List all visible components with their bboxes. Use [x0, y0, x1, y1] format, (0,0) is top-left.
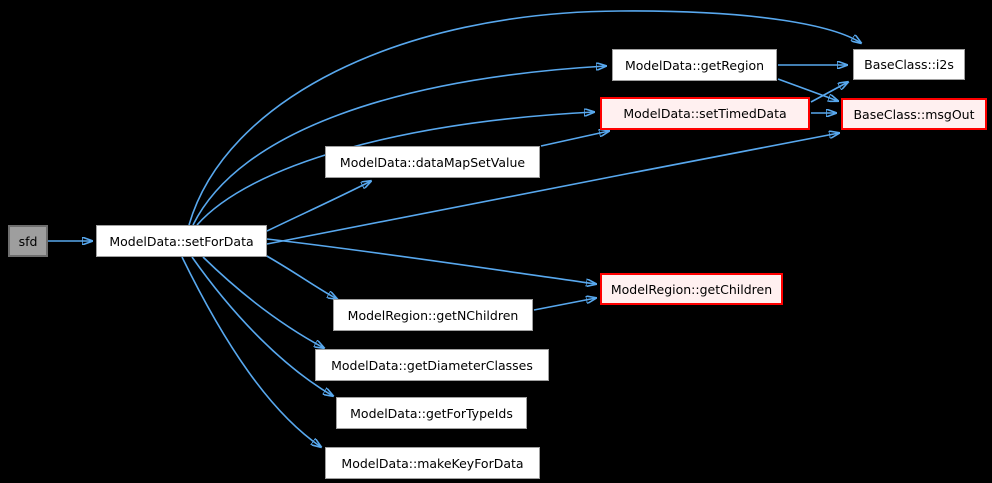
edge-setForData-getChildren: [266, 238, 596, 284]
node-getdiameterclasses[interactable]: ModelData::getDiameterClasses: [315, 349, 549, 381]
node-getnchildren[interactable]: ModelRegion::getNChildren: [333, 299, 533, 331]
edge-setForData-getNChildren: [264, 254, 337, 299]
node-getregion[interactable]: ModelData::getRegion: [612, 49, 777, 81]
edge-setForData-dataMapSetValue: [266, 181, 371, 232]
node-setfordata[interactable]: ModelData::setForData: [96, 225, 267, 257]
node-sfd: sfd: [8, 225, 48, 257]
node-msgout[interactable]: BaseClass::msgOut: [841, 98, 987, 130]
edge-setForData-makeKeyForData: [181, 256, 321, 447]
node-i2s[interactable]: BaseClass::i2s: [853, 49, 965, 80]
node-makekeyfordata[interactable]: ModelData::makeKeyForData: [325, 447, 540, 479]
node-getchildren[interactable]: ModelRegion::getChildren: [600, 273, 783, 305]
node-getfortypeids[interactable]: ModelData::getForTypeIds: [336, 397, 527, 429]
edge-dataMapSetValue-setTimedData: [540, 131, 609, 147]
edge-getNChildren-getChildren: [533, 298, 596, 311]
edge-setForData-getDiameterClasses: [202, 256, 324, 348]
edge-setForData-i2s: [188, 10, 861, 226]
node-settimeddata[interactable]: ModelData::setTimedData: [600, 97, 810, 130]
edge-setForData-getRegion: [192, 66, 606, 226]
node-datamapsetvalue[interactable]: ModelData::dataMapSetValue: [325, 146, 540, 178]
edge-getRegion-msgOut: [777, 78, 838, 101]
edge-setForData-getForTypeIds: [191, 256, 333, 396]
edge-setForData-msgOut: [266, 133, 839, 245]
edge-setTimedData-i2s: [810, 82, 848, 103]
